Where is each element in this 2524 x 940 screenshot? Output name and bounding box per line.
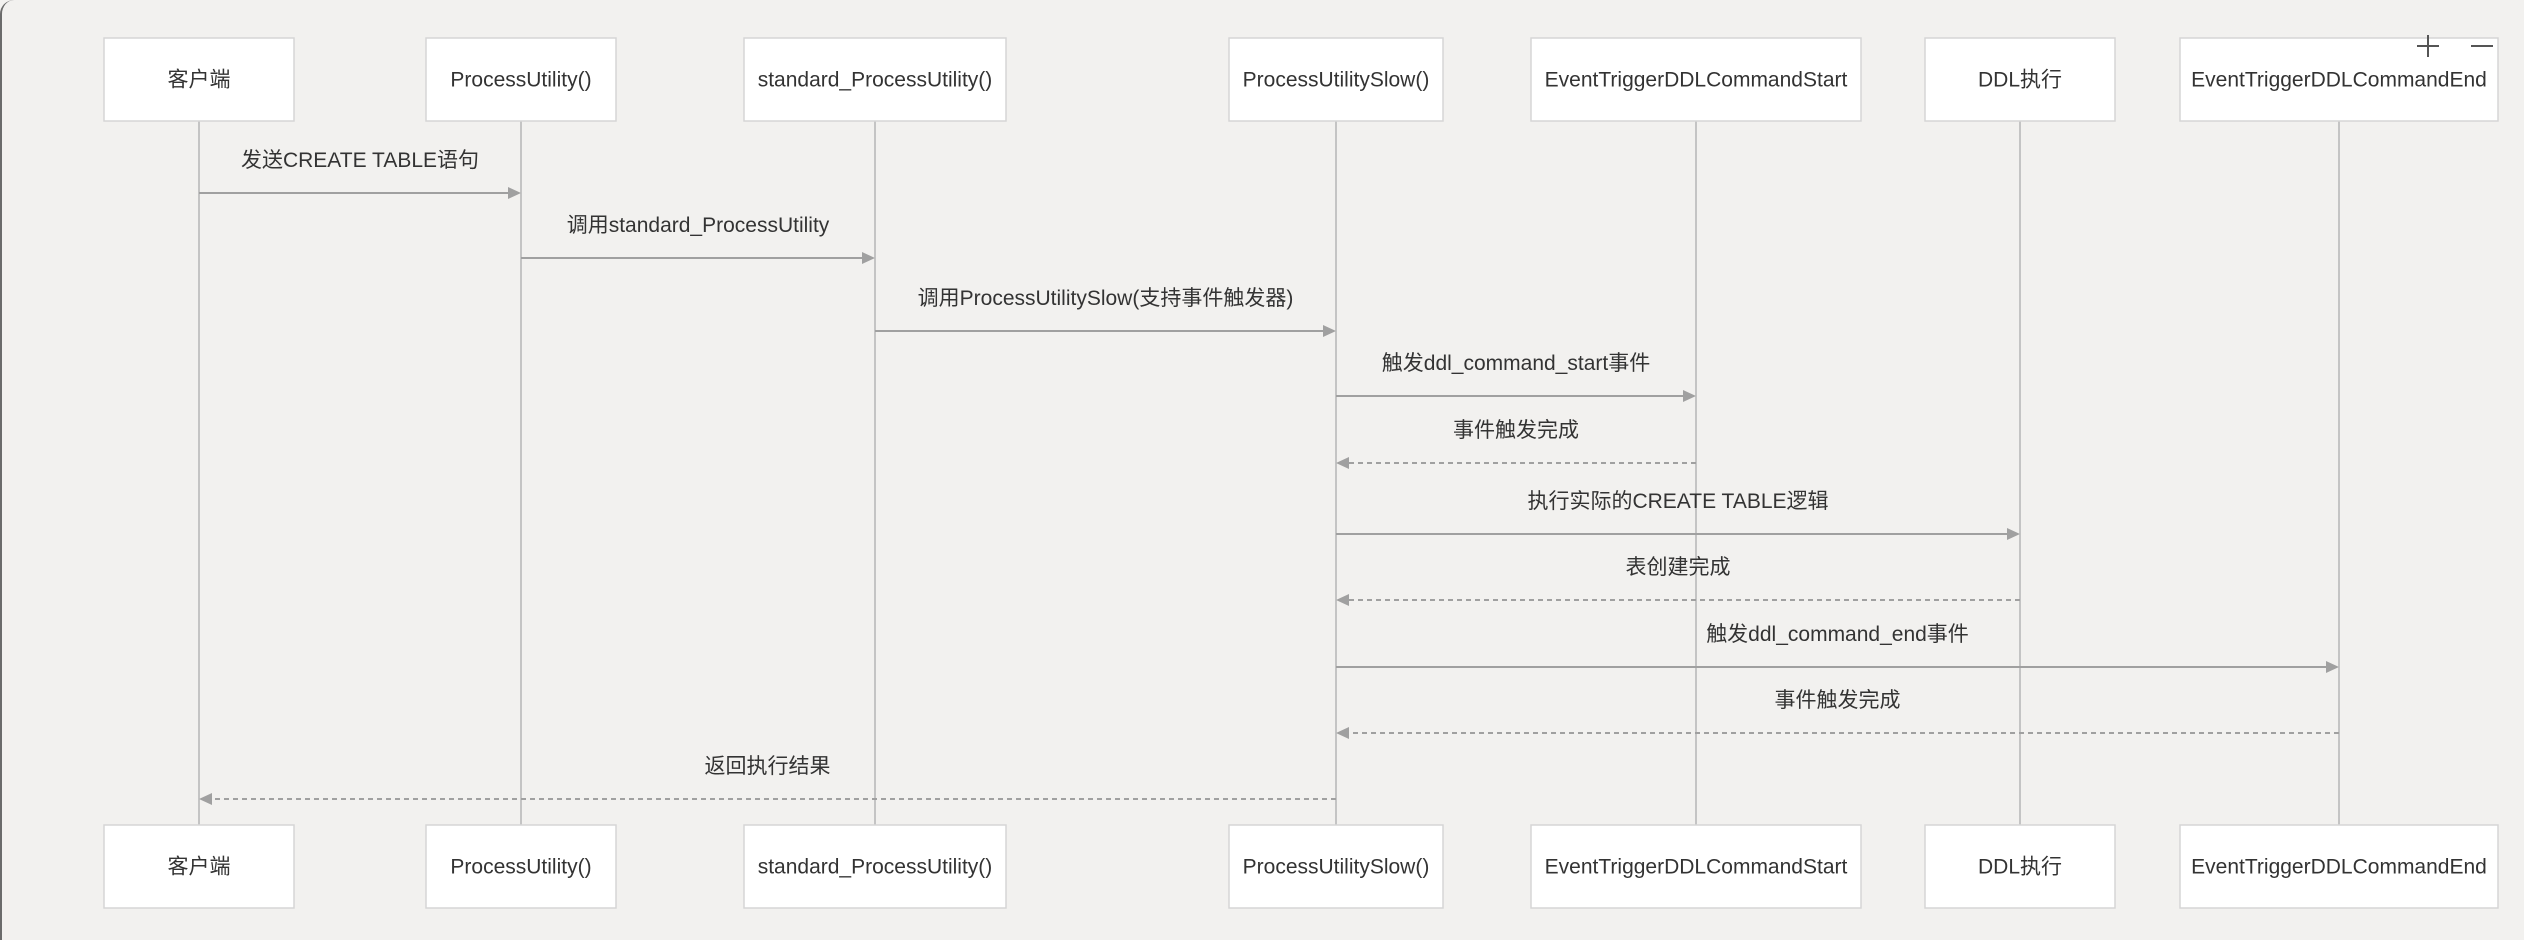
participant-label: DDL执行: [1978, 856, 2062, 879]
arrow-head: [199, 793, 212, 805]
message: 触发ddl_command_end事件: [1336, 623, 2339, 673]
arrow-head: [862, 252, 875, 264]
participants: 客户端客户端ProcessUtility()ProcessUtility()st…: [103, 37, 2499, 909]
arrow-head: [1336, 727, 1349, 739]
participant-box: [103, 37, 295, 122]
message: 调用standard_ProcessUtility: [521, 214, 875, 264]
arrow-head: [1323, 325, 1336, 337]
participant-spu-top: standard_ProcessUtility(): [743, 37, 1007, 122]
zoom-in-button[interactable]: [2410, 28, 2446, 64]
message-label: 返回执行结果: [705, 755, 831, 778]
participant-label: EventTriggerDDLCommandStart: [1545, 69, 1848, 92]
participant-label: ProcessUtility(): [450, 69, 591, 92]
participant-pus-top: ProcessUtilitySlow(): [1228, 37, 1444, 122]
message-label: 调用ProcessUtilitySlow(支持事件触发器): [918, 287, 1294, 310]
arrow-head: [1336, 594, 1349, 606]
participant-label: standard_ProcessUtility(): [758, 856, 993, 879]
participant-box: [1530, 37, 1862, 122]
message: 调用ProcessUtilitySlow(支持事件触发器): [875, 287, 1336, 337]
arrow-head: [2007, 528, 2020, 540]
participant-pu-top: ProcessUtility(): [425, 37, 617, 122]
participant-spu-bottom: standard_ProcessUtility(): [743, 824, 1007, 909]
participant-ddl-bottom: DDL执行: [1924, 824, 2116, 909]
participant-pu-bottom: ProcessUtility(): [425, 824, 617, 909]
participant-box: [1924, 37, 2116, 122]
message: 触发ddl_command_start事件: [1336, 352, 1696, 402]
message: 执行实际的CREATE TABLE逻辑: [1336, 490, 2020, 540]
participant-label: 客户端: [168, 856, 231, 879]
participant-label: 客户端: [168, 69, 231, 92]
message-label: 表创建完成: [1626, 556, 1731, 579]
participant-label: ProcessUtilitySlow(): [1243, 69, 1430, 92]
participant-box: [425, 824, 617, 909]
participant-box: [425, 37, 617, 122]
participant-box: [1228, 824, 1444, 909]
message-label: 事件触发完成: [1775, 689, 1901, 712]
lifelines: [198, 121, 2340, 825]
message: 发送CREATE TABLE语句: [199, 149, 521, 199]
message: 事件触发完成: [1336, 419, 1696, 469]
message: 事件触发完成: [1336, 689, 2339, 739]
arrow-head: [508, 187, 521, 199]
participant-etend-top: EventTriggerDDLCommandEnd: [2179, 37, 2499, 122]
participant-box: [103, 824, 295, 909]
arrow-head: [1683, 390, 1696, 402]
message: 返回执行结果: [199, 755, 1336, 805]
participant-label: ProcessUtility(): [450, 856, 591, 879]
participant-label: ProcessUtilitySlow(): [1243, 856, 1430, 879]
participant-box: [1228, 37, 1444, 122]
participant-box: [1924, 824, 2116, 909]
participant-box: [743, 824, 1007, 909]
participant-etend-bottom: EventTriggerDDLCommandEnd: [2179, 824, 2499, 909]
participant-client-top: 客户端: [103, 37, 295, 122]
message-label: 触发ddl_command_start事件: [1382, 352, 1650, 375]
arrow-head: [2326, 661, 2339, 673]
messages: 发送CREATE TABLE语句调用standard_ProcessUtilit…: [199, 149, 2339, 805]
participant-label: EventTriggerDDLCommandEnd: [2191, 69, 2487, 92]
participant-box: [1530, 824, 1862, 909]
participant-label: EventTriggerDDLCommandEnd: [2191, 856, 2487, 879]
participant-label: standard_ProcessUtility(): [758, 69, 993, 92]
participant-label: EventTriggerDDLCommandStart: [1545, 856, 1848, 879]
message-label: 发送CREATE TABLE语句: [241, 149, 479, 172]
message-label: 触发ddl_command_end事件: [1706, 623, 1969, 646]
participant-ddl-top: DDL执行: [1924, 37, 2116, 122]
participant-etstart-top: EventTriggerDDLCommandStart: [1530, 37, 1862, 122]
participant-box: [743, 37, 1007, 122]
participant-etstart-bottom: EventTriggerDDLCommandStart: [1530, 824, 1862, 909]
participant-box: [2179, 37, 2499, 122]
message-label: 事件触发完成: [1453, 419, 1579, 442]
participant-label: DDL执行: [1978, 69, 2062, 92]
message-label: 执行实际的CREATE TABLE逻辑: [1527, 490, 1828, 513]
message-label: 调用standard_ProcessUtility: [567, 214, 830, 237]
participant-client-bottom: 客户端: [103, 824, 295, 909]
zoom-out-button[interactable]: [2464, 28, 2500, 64]
participant-box: [2179, 824, 2499, 909]
arrow-head: [1336, 457, 1349, 469]
participant-pus-bottom: ProcessUtilitySlow(): [1228, 824, 1444, 909]
message: 表创建完成: [1336, 556, 2020, 606]
